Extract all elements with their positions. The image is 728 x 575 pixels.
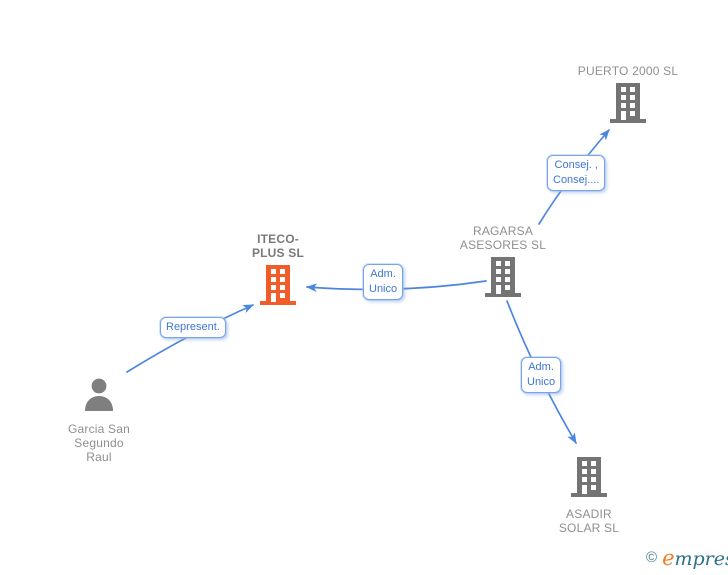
company-building-icon-highlighted [260,265,296,310]
edge-label-adm-unico-iteco[interactable]: Adm. Unico [363,264,404,300]
node-label-line: Segundo [74,436,124,450]
empresia-logo[interactable]: ©empresia [646,546,728,570]
node-label: PUERTO 2000 SL [558,64,698,78]
edge-label-line: Consej.... [553,174,600,186]
company-building-icon [610,83,646,128]
edge-label-line: Unico [369,283,398,295]
edge-represent-line [126,304,255,373]
node-label: ITECO- PLUS SL [208,232,348,260]
node-garcia-san-segundo-raul[interactable]: Garcia San Segundo Raul [29,378,169,464]
node-puerto-2000-sl[interactable]: PUERTO 2000 SL [558,64,698,128]
edge-label-line: Unico [527,376,556,388]
node-asadir-solar-sl[interactable]: ASADIR SOLAR SL [519,457,659,535]
edge-label-consej-puerto[interactable]: Consej. , Consej.... [547,155,606,191]
node-label-line: PUERTO 2000 SL [577,64,679,78]
edge-label-adm-unico-asadir[interactable]: Adm. Unico [521,357,562,393]
logo-brand-rest: mpresia [674,548,728,570]
node-label-line: ITECO- [257,232,299,246]
node-label-line: RAGARSA [472,224,534,238]
node-label: Garcia San Segundo Raul [29,422,169,464]
node-ragarsa-asesores-sl[interactable]: RAGARSA ASESORES SL [433,224,573,302]
edge-label-line: Adm. [370,268,396,280]
node-label-line: ASADIR [566,507,612,521]
node-label-line: ASESORES SL [459,238,547,252]
node-iteco-plus-sl[interactable]: ITECO- PLUS SL [208,232,348,310]
person-icon [83,378,115,417]
company-building-icon [571,457,607,502]
node-label: RAGARSA ASESORES SL [433,224,573,252]
edge-label-line: Represent. [166,321,220,333]
copyright-symbol: © [646,549,658,566]
node-label: ASADIR SOLAR SL [519,507,659,535]
node-label-line: Raul [86,450,112,464]
edge-label-line: Consej. , [554,159,598,171]
node-label-line: PLUS SL [251,246,305,260]
node-label-line: SOLAR SL [558,521,620,535]
company-building-icon [485,257,521,302]
logo-brand-initial: e [662,546,675,570]
edge-label-represent[interactable]: Represent. [160,317,226,338]
node-label-line: Garcia San [67,422,131,436]
edge-label-line: Adm. [528,361,554,373]
